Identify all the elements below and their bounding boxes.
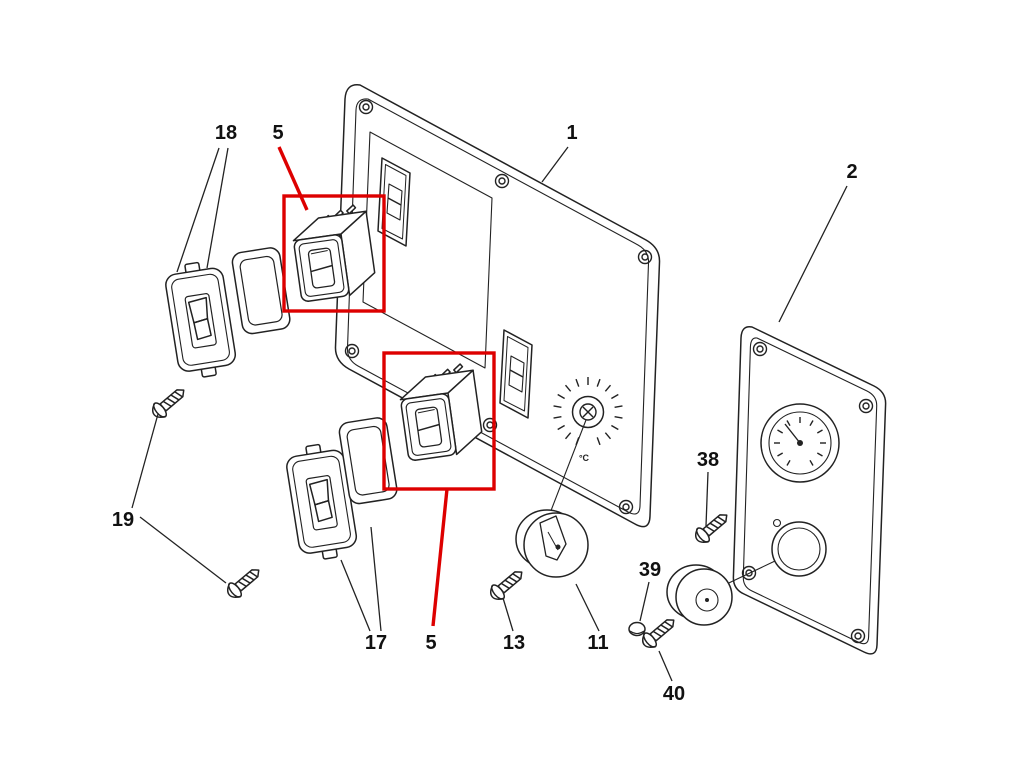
red-leader-lower: [431, 488, 449, 627]
dial-unit-label: °C: [579, 453, 590, 463]
part-label-40: 40: [663, 683, 685, 705]
gauge-ticks: [774, 417, 826, 466]
part-label-5-lower: 5: [425, 632, 436, 654]
dial-shaft-hole: [579, 403, 597, 421]
leader-18b: [206, 147, 229, 269]
dial-shaft-cross-2: [582, 406, 594, 418]
screw-13: [486, 564, 528, 605]
screw-19a: [148, 382, 190, 423]
part-labels: 18 5 1 2 19 17 5 13 11 38 39 40: [112, 122, 858, 705]
part-label-19: 19: [112, 509, 134, 531]
leader-13: [502, 597, 514, 632]
part-label-2: 2: [846, 161, 857, 183]
cap-39: [628, 621, 646, 637]
knob-hole: [771, 521, 827, 577]
red-highlight-box-upper: [282, 194, 386, 313]
leader-17a: [340, 559, 371, 632]
screw-38: [691, 507, 733, 548]
part-label-1: 1: [566, 122, 577, 144]
leader-18a: [176, 147, 220, 273]
leader-19a: [131, 413, 159, 509]
highlight-annotations: [277, 146, 496, 627]
dial-ticks: [553, 377, 623, 446]
red-leader-upper: [277, 146, 309, 211]
main-panel: °C: [334, 84, 661, 528]
leader-lines: [131, 146, 848, 682]
leader-38: [705, 471, 709, 527]
part-label-17: 17: [365, 632, 387, 654]
screw-19b: [223, 562, 265, 603]
gauge-panel-screw-hole: [772, 518, 782, 528]
gauge-panel-outline: [732, 325, 887, 655]
pressure-gauge: [760, 403, 840, 483]
leader-1: [541, 146, 569, 183]
gauge-face: [768, 411, 832, 475]
part-label-11: 11: [587, 632, 608, 654]
leader-11: [575, 583, 600, 632]
leader-39: [639, 581, 650, 622]
thermostat-dial: [553, 377, 623, 446]
bezel-frame-18: [230, 245, 292, 336]
part-label-38: 38: [697, 449, 719, 471]
leader-40: [658, 650, 673, 682]
part-label-18: 18: [215, 122, 237, 144]
leader-17b: [370, 526, 382, 632]
switch-housing-18: [162, 258, 239, 382]
control-knob-11: [515, 509, 589, 578]
leader-19b: [139, 516, 227, 584]
leader-2: [778, 185, 848, 323]
part-label-5-upper: 5: [272, 122, 283, 144]
gauge-panel: [732, 325, 887, 655]
gauge-needle: [784, 423, 801, 444]
knob-40: [666, 564, 733, 626]
screw-39: [638, 612, 680, 653]
part-label-13: 13: [503, 632, 525, 654]
part-label-39: 39: [639, 559, 661, 581]
switch-cutout-lower: [499, 329, 533, 419]
red-highlight-box-lower: [382, 351, 496, 491]
gauge-needle-hub: [797, 440, 803, 446]
